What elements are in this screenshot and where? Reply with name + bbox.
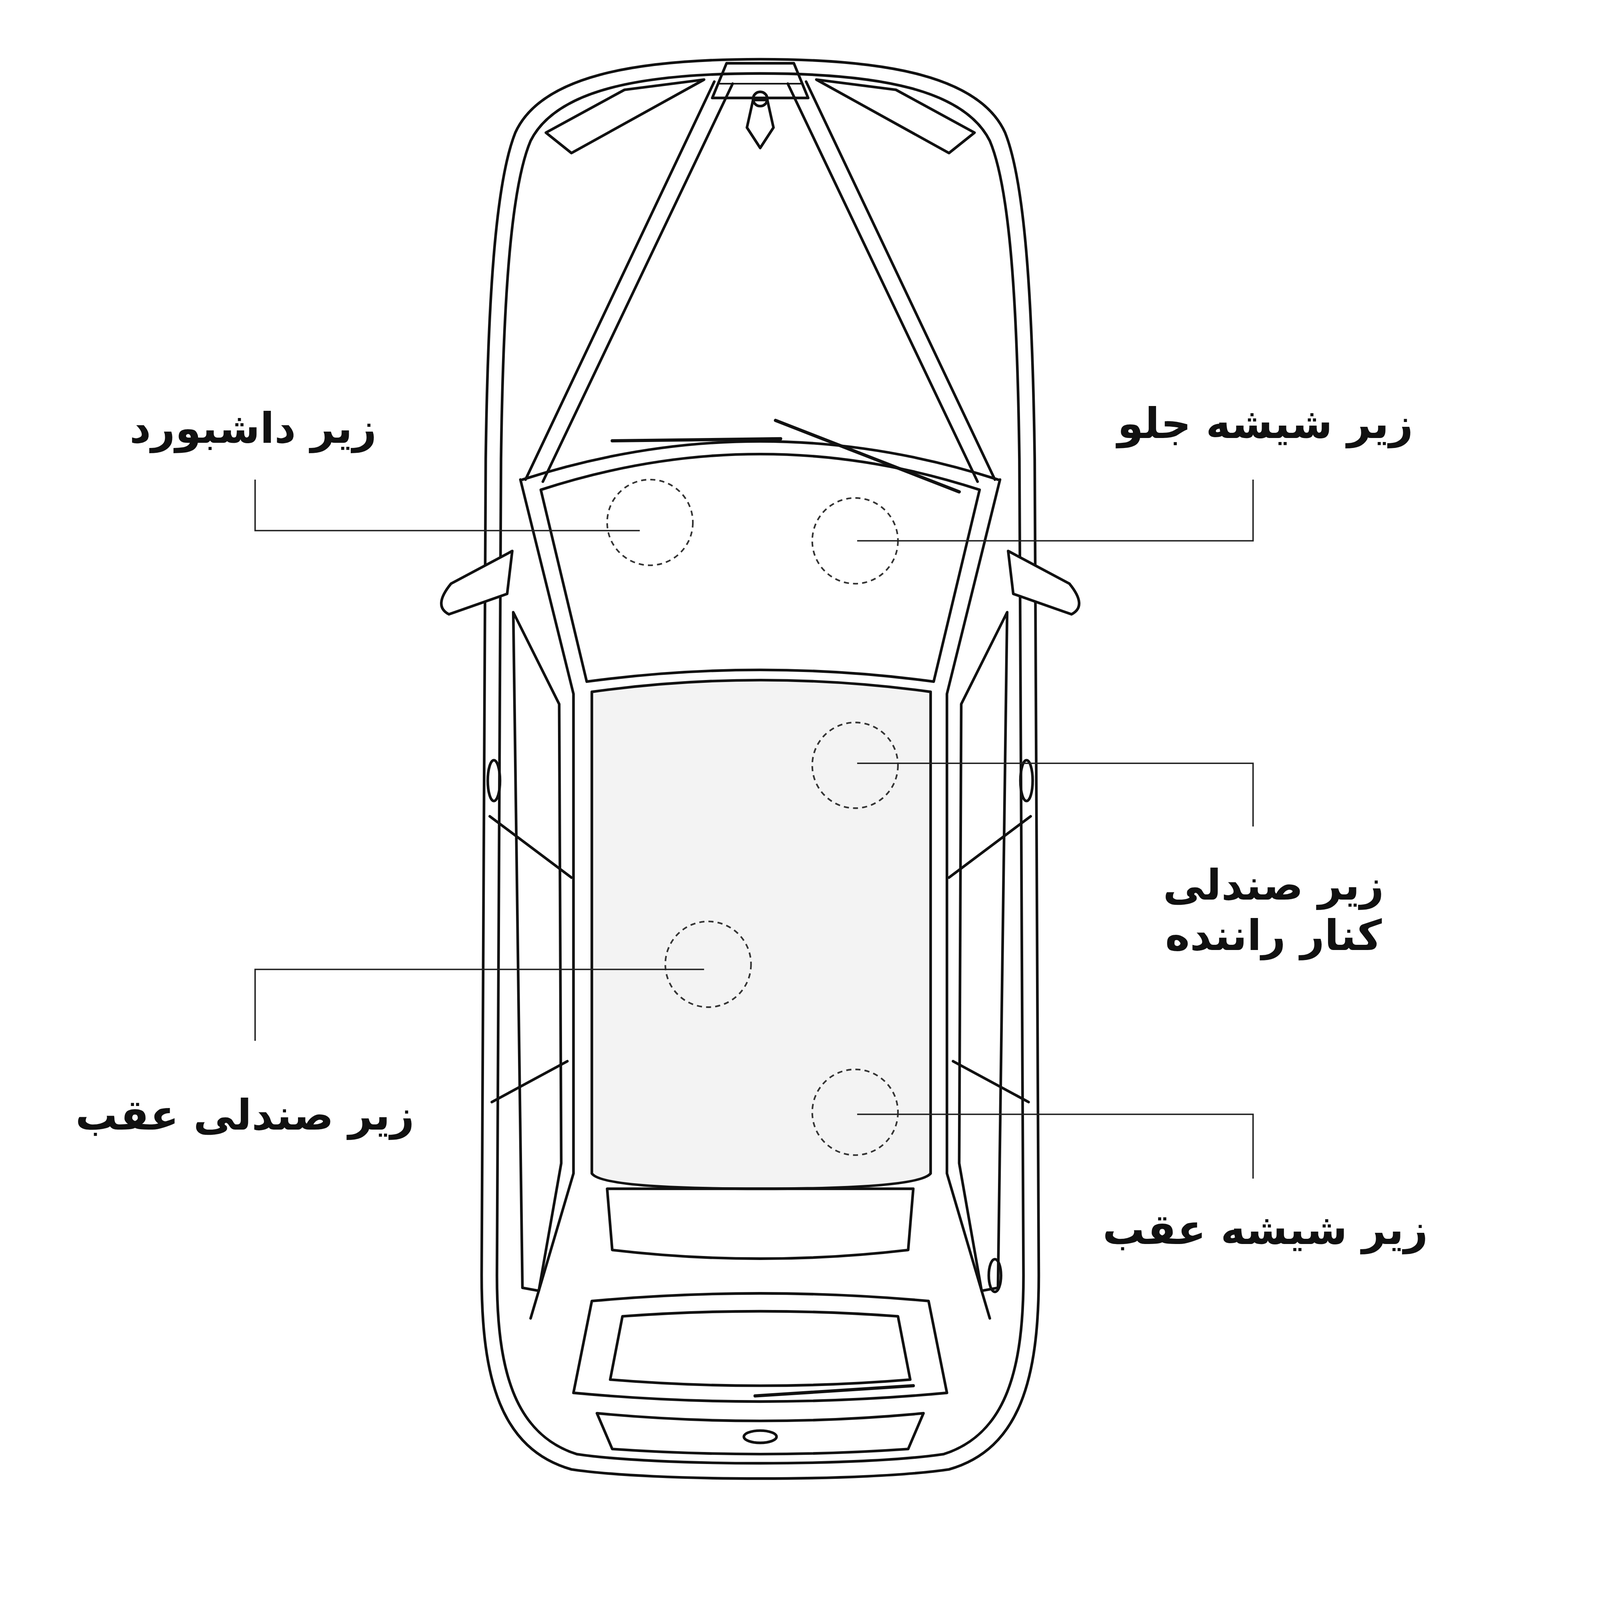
callout-label: زیر شیشه جلو (1113, 396, 1418, 451)
callout-label: زیر داشبورد (125, 401, 381, 456)
leader-lines (255, 479, 1254, 1179)
rear-wiper (755, 1385, 914, 1396)
rear-glass (610, 1311, 911, 1386)
grille-bars (718, 73, 802, 84)
side-window (959, 612, 1008, 1291)
dashed-circle (812, 1069, 898, 1155)
callout-label: زیر صندلی عقب (71, 1088, 419, 1142)
headlight (816, 79, 975, 154)
side-mirror (1008, 551, 1079, 615)
pillar-line (520, 479, 574, 1319)
pillar-line (946, 479, 1000, 1319)
rear-emblem (744, 1430, 777, 1444)
location-marks (607, 479, 898, 1156)
leader-line (857, 763, 1254, 827)
side-window (513, 612, 562, 1291)
fuel-cap (988, 1259, 1002, 1292)
windshield-frame (522, 441, 998, 480)
emblem (753, 92, 768, 107)
roof (592, 680, 931, 1189)
rear-hatch (573, 1293, 948, 1402)
headlight (546, 79, 704, 154)
hood-edge (525, 81, 733, 482)
dashed-circle (607, 479, 693, 566)
dashed-circle (665, 921, 751, 1008)
windshield (540, 454, 980, 682)
wiper (612, 420, 960, 492)
door-handle (1020, 760, 1033, 802)
leader-line (857, 1114, 1254, 1179)
door-handle (487, 760, 500, 802)
car-body-inner (496, 73, 1024, 1464)
callout-label: زیر صندلی کنار راننده (1130, 858, 1417, 963)
leader-line (857, 479, 1254, 541)
rear-window (607, 1188, 914, 1259)
side-mirror (441, 551, 512, 615)
dashed-circle (812, 722, 898, 808)
leader-line (255, 969, 704, 1041)
leader-line (255, 479, 640, 531)
rear-bumper (596, 1413, 924, 1454)
car-body (481, 59, 1039, 1479)
car-outline (441, 59, 1080, 1479)
callout-label: زیر شیشه عقب (1098, 1202, 1432, 1257)
hood-edge (787, 81, 995, 482)
